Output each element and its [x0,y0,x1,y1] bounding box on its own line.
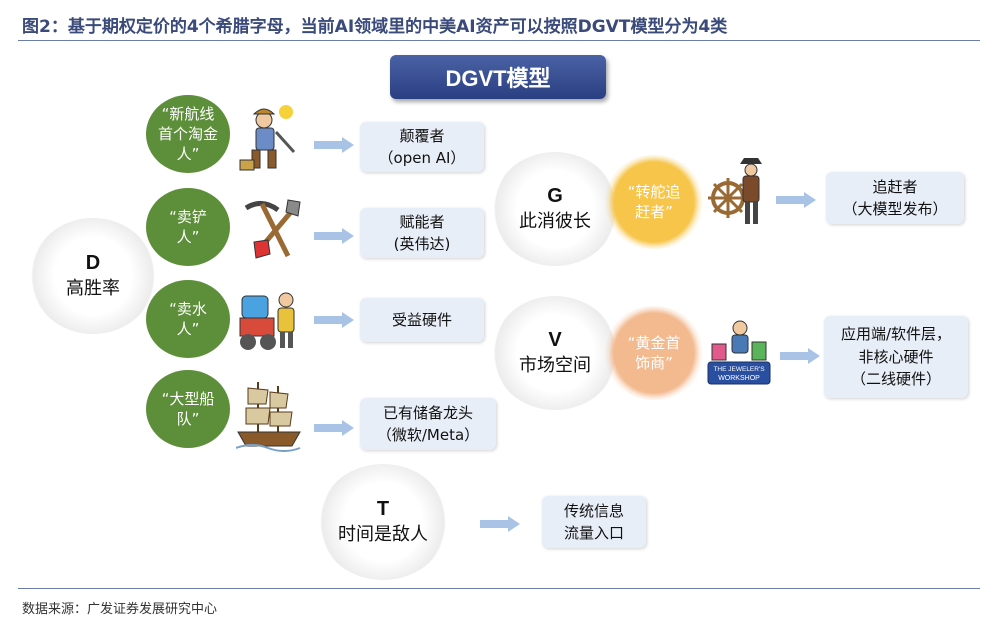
sailing-ship-icon [236,382,301,452]
box-hardware: 受益硬件 [360,298,484,342]
node-d: D 高胜率 [30,218,156,334]
box-chaser-line1: 追赶者 [872,177,918,196]
box-enabler-line1: 赋能者 [399,212,445,231]
arrow-icon [776,192,816,208]
pickaxe-shovel-icon [244,199,301,259]
top-rule [18,40,980,41]
jewelers-workshop-text-2: WORKSHOP [718,375,760,382]
figure-title: 图2：基于期权定价的4个希腊字母，当前AI领域里的中美AI资产可以按照DGVT模… [22,17,728,37]
box-enabler-line2: (英伟达) [393,235,451,253]
arrow-icon [314,137,354,153]
water-seller-icon [239,292,295,350]
node-d-letter: D [85,252,101,275]
box-traffic-entry: 传统信息 流量入口 [542,496,646,548]
node-t-letter: T [376,498,390,521]
box-traffic-line2: 流量入口 [563,524,624,542]
node-t-meaning: 时间是敌人 [338,524,428,546]
box-disruptor: 颠覆者 （open AI） [360,122,484,172]
ship-helmsman-icon [708,158,762,224]
box-disruptor-line2: （open AI） [378,149,466,167]
box-hardware-line1: 受益硬件 [391,310,452,329]
tag-water-seller: “卖水人” [146,280,230,358]
model-banner: DGVT模型 [390,55,606,99]
node-v-meaning: 市场空间 [519,355,591,377]
box-application-line1: 应用端/软件层， [840,325,952,344]
tag-chaser: “转舵追赶者” [604,155,704,249]
arrow-icon [314,228,354,244]
tag-jeweler: “黄金首饰商” [604,306,704,400]
node-d-meaning: 高胜率 [66,278,120,300]
node-g-letter: G [547,185,563,208]
node-v: V 市场空间 [492,296,618,410]
box-application-line2: 非核心硬件 [858,347,934,366]
node-g: G 此消彼长 [492,152,618,266]
jewelers-workshop-icon: THE JEWELER'S WORKSHOP [707,320,771,385]
box-application-layer: 应用端/软件层， 非核心硬件 （二线硬件） [824,316,968,398]
box-enabler: 赋能者 (英伟达) [360,208,484,258]
arrow-icon [480,516,520,532]
arrow-icon [314,312,354,328]
bottom-rule [18,588,980,589]
gold-prospector-icon [239,105,296,171]
source-note: 数据来源：广发证券发展研究中心 [22,602,218,617]
node-v-letter: V [548,329,562,352]
box-incumbent-line1: 已有储备龙头 [382,403,473,422]
box-incumbent: 已有储备龙头 （微软/Meta） [360,398,496,450]
arrow-icon [780,348,820,364]
box-traffic-line1: 传统信息 [563,501,624,520]
node-g-meaning: 此消彼长 [519,211,591,233]
arrow-icon [314,420,354,436]
tag-large-fleet: “大型船队” [146,370,230,448]
box-incumbent-line2: （微软/Meta） [376,426,480,444]
tag-shovel-seller: “卖铲人” [146,188,230,266]
node-t: T 时间是敌人 [318,464,448,580]
jewelers-workshop-text-1: THE JEWELER'S [713,366,765,373]
box-chaser-line2: （大模型发布） [842,200,948,218]
box-disruptor-line1: 颠覆者 [399,126,445,145]
box-chaser: 追赶者 （大模型发布） [826,172,964,224]
box-application-line3: （二线硬件） [850,370,941,389]
tag-gold-pioneer: “新航线首个淘金人” [146,95,230,173]
